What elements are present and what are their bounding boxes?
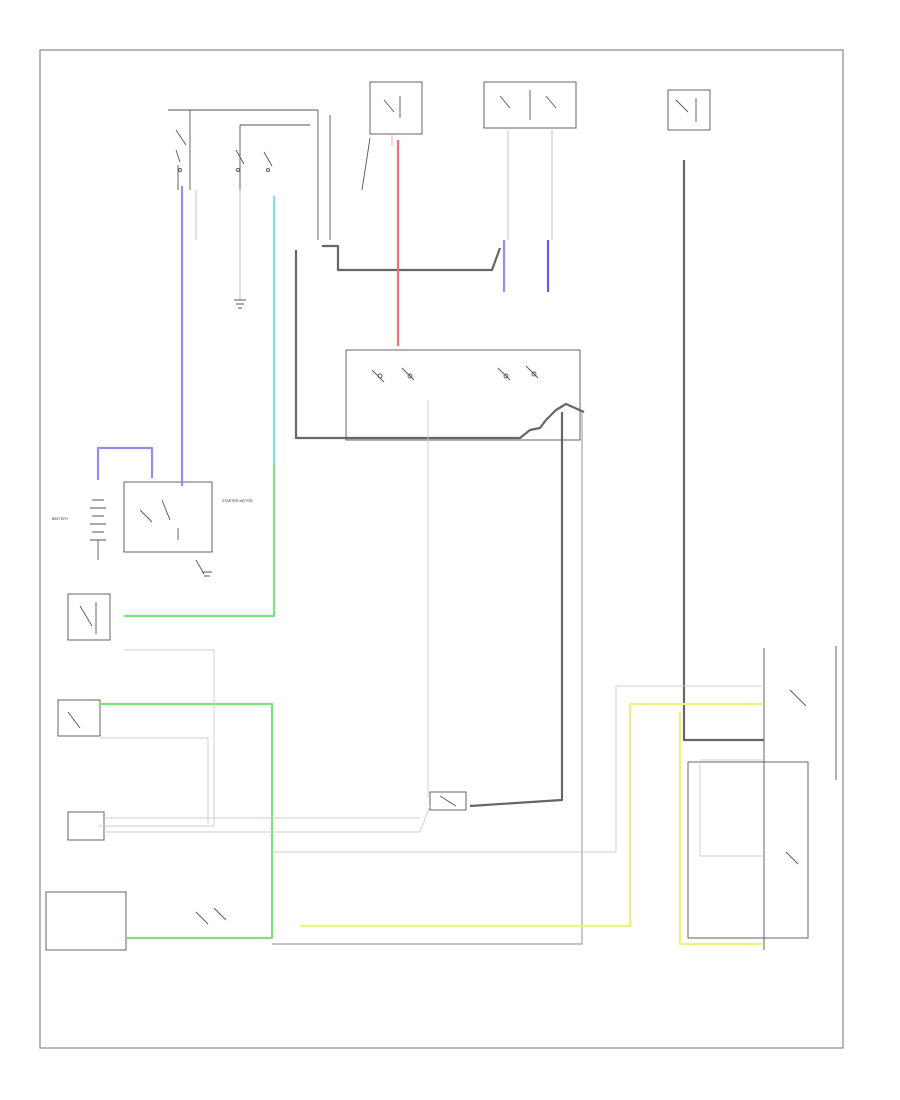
clutch-switch: [57, 699, 101, 737]
ignition-switch: [168, 109, 331, 240]
battery: BATTERY: [52, 499, 106, 560]
wire-dark-bottom: [272, 412, 583, 945]
wire-light-horizontal: [272, 685, 762, 853]
fuse-connector: [345, 349, 581, 441]
starter-label: STARTER MOTOR: [222, 499, 253, 503]
diagram-frame: [39, 49, 844, 1049]
wire-light-mid: [100, 737, 209, 824]
ground-symbol: [202, 299, 246, 577]
battery-label: BATTERY: [52, 517, 69, 521]
wire-dark-loop: [294, 250, 585, 440]
wire-blue-battery: [96, 446, 154, 480]
wire-light-left: [98, 649, 215, 827]
relay-far-right: [667, 89, 711, 131]
center-connector: [429, 791, 467, 811]
wire-green-upper: [124, 464, 276, 618]
neutral-start-switch: [67, 593, 111, 641]
wire-green-lower: [100, 702, 274, 940]
ecm: [45, 811, 227, 951]
relay-block-right: [483, 81, 577, 129]
starter: STARTER MOTOR: [123, 481, 253, 575]
wire-dark-top: [322, 244, 502, 272]
wire-light-ign: [195, 190, 241, 300]
wire-light-top-right: [391, 130, 553, 240]
wire-dark-right-vertical: [469, 412, 564, 808]
right-relay-box: [687, 646, 837, 950]
wire-yellow: [300, 702, 762, 928]
relay-block-center: [361, 81, 423, 191]
wire-yellow-right: [678, 712, 762, 946]
wire-dark-far-right: [682, 160, 764, 742]
wire-light-right-box: [699, 759, 764, 857]
wire-light-ecm: [104, 805, 431, 833]
